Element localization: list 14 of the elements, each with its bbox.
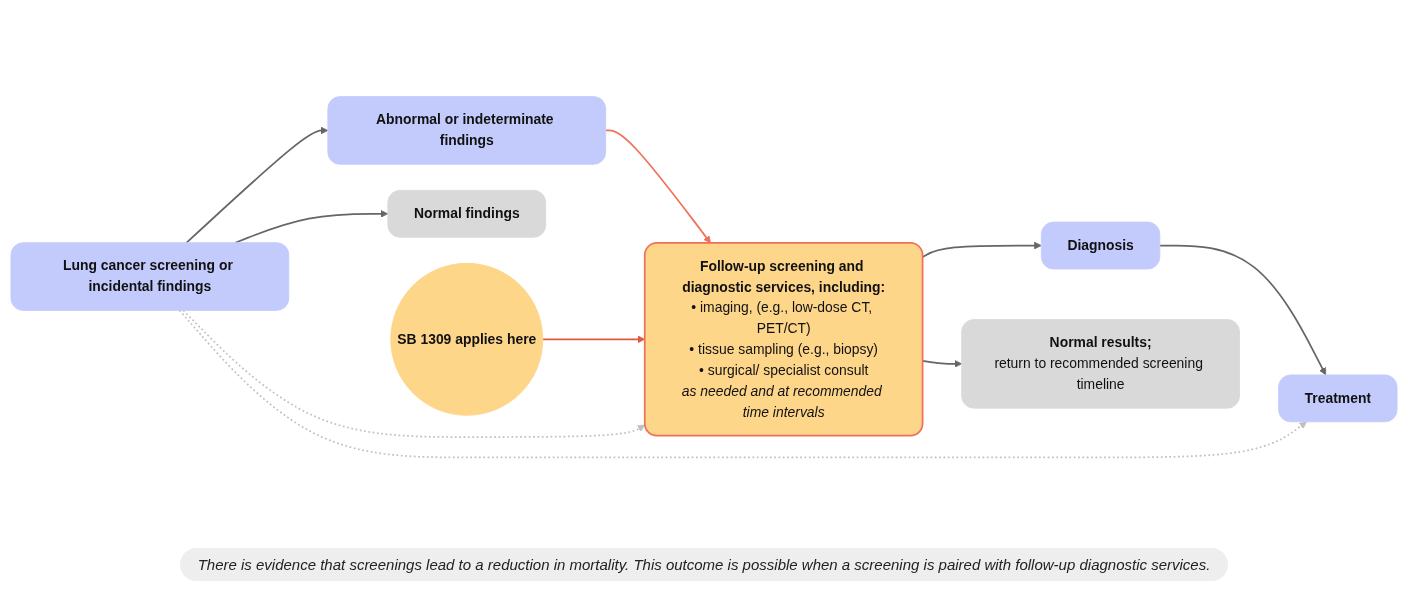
- node-box: Normal results; return to recommended screening timeline: [961, 318, 1240, 409]
- node-box: Normal findings: [387, 189, 547, 238]
- node-box: Abnormal or indeterminate findings: [327, 95, 607, 165]
- node-box: Lung cancer screening or incidental findings: [10, 241, 290, 311]
- arrow: [1158, 244, 1327, 375]
- arrow: [178, 309, 1307, 458]
- arrow: [604, 129, 711, 243]
- node-box: Follow-up screening and diagnostic services, including: • imaging, (e.g., low-dose CT, PET/CT) • tissue sampling (e.g., biopsy) • surgical/ specialist consult as needed and at recommended time intervals: [643, 241, 924, 437]
- node-circle: SB 1309 applies here: [390, 262, 544, 416]
- arrow: [185, 126, 329, 244]
- arrow: [234, 209, 389, 244]
- caption-note: There is evidence that screenings lead to a reduction in mortality. This outcome is possible when a screening is paired with follow-up diagnostic services.: [179, 547, 1229, 581]
- node-box: Treatment: [1278, 373, 1398, 422]
- node-box: Diagnosis: [1040, 221, 1161, 269]
